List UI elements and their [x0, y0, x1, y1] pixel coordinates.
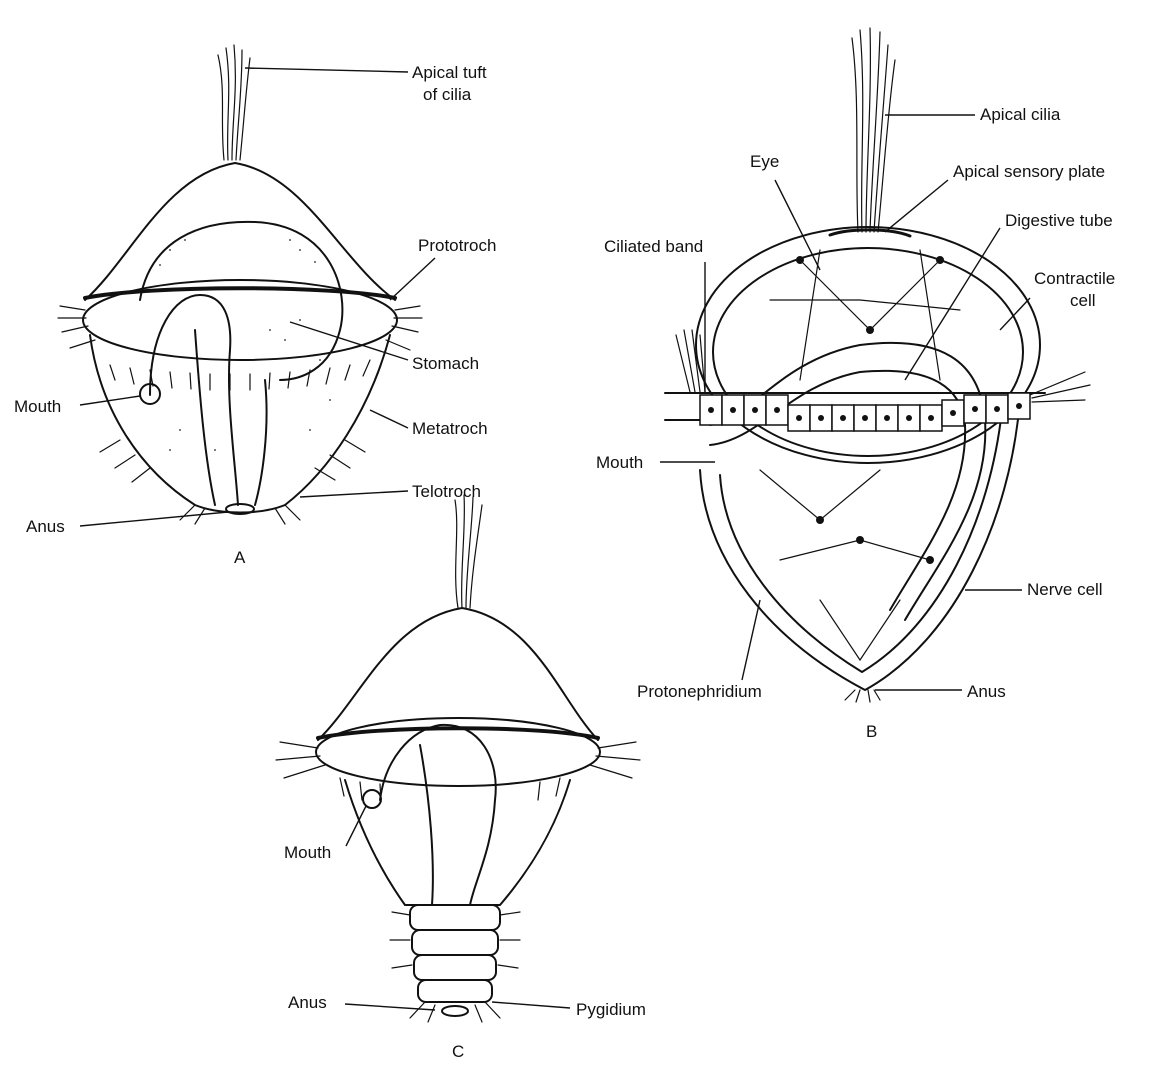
panel-c-episphere	[318, 608, 598, 740]
label-b-eye: Eye	[750, 152, 779, 171]
panel-a-stipple	[159, 239, 331, 451]
panel-b-band-cilia	[676, 330, 1090, 402]
label-b-digestive-tube: Digestive tube	[1005, 211, 1113, 230]
label-b-protonephridium: Protonephridium	[637, 682, 762, 701]
label-b-contractile-cell-line1: Contractile	[1034, 269, 1115, 288]
panel-b-digestive-tube	[710, 343, 985, 620]
panel-a-cilia	[58, 306, 422, 524]
panel-a-drawing	[58, 45, 422, 524]
panel-c-anus	[442, 1006, 468, 1016]
panel-a-apical-tuft	[218, 45, 250, 160]
panel-a-hyposphere	[90, 335, 390, 513]
panel-a-letter: A	[234, 548, 246, 567]
label-c-mouth: Mouth	[284, 843, 331, 862]
panel-b-apical-cilia	[852, 28, 895, 232]
panel-b-apical-plate	[830, 230, 910, 236]
label-a-mouth: Mouth	[14, 397, 61, 416]
panel-c-apical-tuft	[455, 495, 482, 608]
panel-a-prototroch-band	[85, 288, 395, 298]
panel-b-anal-cilia	[845, 690, 880, 702]
label-b-apical-cilia: Apical cilia	[980, 105, 1061, 124]
panel-c-drawing	[276, 495, 640, 1022]
label-a-prototroch: Prototroch	[418, 236, 496, 255]
label-a-telotroch: Telotroch	[412, 482, 481, 501]
label-a-stomach: Stomach	[412, 354, 479, 373]
label-c-pygidium: Pygidium	[576, 1000, 646, 1019]
panel-c-letter: C	[452, 1042, 464, 1061]
label-b-anus: Anus	[967, 682, 1006, 701]
label-b-contractile-cell-line2: cell	[1070, 291, 1096, 310]
label-c-anus: Anus	[288, 993, 327, 1012]
panel-b-drawing	[665, 28, 1090, 702]
panel-c-hyposphere	[345, 780, 570, 905]
panel-c-gut	[380, 725, 496, 905]
panel-c-mouth	[363, 790, 381, 808]
panel-b-hyposphere	[700, 400, 1020, 690]
label-b-mouth: Mouth	[596, 453, 643, 472]
panel-c-trunk-segments	[410, 905, 500, 1002]
label-a-anus: Anus	[26, 517, 65, 536]
label-b-apical-sensory-plate: Apical sensory plate	[953, 162, 1105, 181]
label-b-ciliated-band: Ciliated band	[604, 237, 703, 256]
panel-b-letter: B	[866, 722, 877, 741]
panel-b-ciliated-band-cells	[700, 393, 1030, 431]
label-a-apical-tuft-line1: Apical tuft	[412, 63, 487, 82]
panel-a-gut	[150, 295, 238, 505]
label-a-apical-tuft-line2: of cilia	[423, 85, 472, 104]
label-b-nerve-cell: Nerve cell	[1027, 580, 1103, 599]
label-a-metatroch: Metatroch	[412, 419, 488, 438]
